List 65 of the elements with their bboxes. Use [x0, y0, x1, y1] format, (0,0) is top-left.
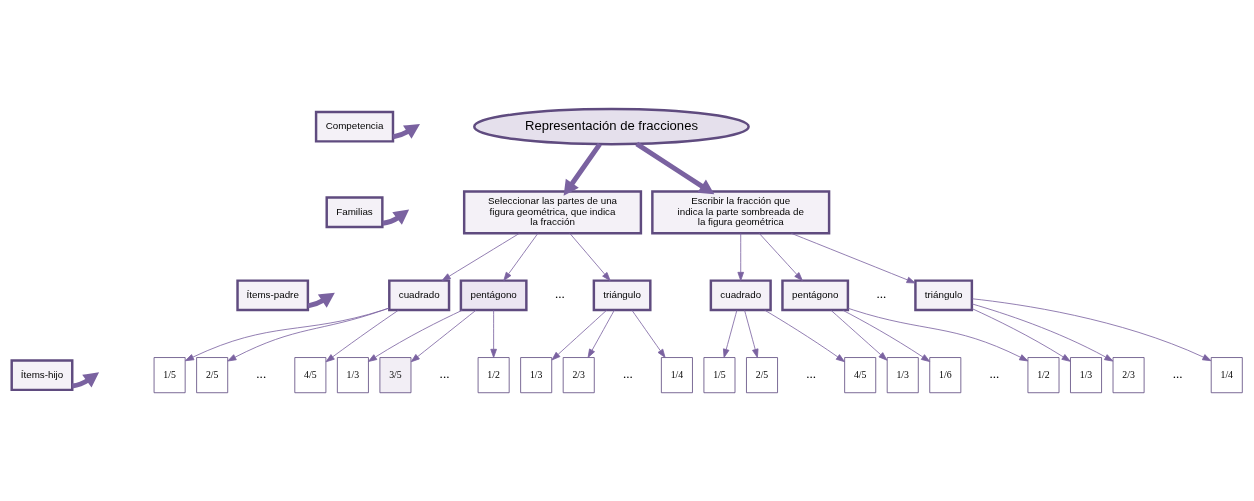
arrow	[842, 309, 931, 362]
arrow	[723, 309, 738, 358]
node-box: 1/4	[660, 356, 693, 393]
node-box: Escribir la fracción que indica la parte sombreada de la figura geométrica	[651, 189, 831, 234]
arrow	[971, 307, 1071, 362]
arrow	[635, 141, 715, 194]
node-box: Ítems-padre	[236, 278, 310, 311]
node-box: 3/5	[379, 356, 412, 393]
arrow	[744, 309, 759, 358]
label: ...	[806, 365, 816, 381]
node-box: 1/6	[929, 356, 962, 393]
node-box: triángulo	[914, 278, 974, 311]
arrow	[563, 142, 602, 196]
node-box: 2/5	[196, 356, 229, 393]
node-box: pentágono	[459, 278, 528, 311]
node-box: 1/3	[886, 356, 919, 393]
label: ...	[622, 365, 633, 381]
node-box: 1/3	[1070, 356, 1102, 393]
node-box: 1/3	[336, 356, 369, 393]
node-box: 1/2	[1027, 356, 1060, 393]
node-box: pentágono	[781, 278, 850, 311]
arrow	[368, 309, 463, 362]
node-box: 1/3	[520, 356, 553, 393]
arrow	[503, 232, 539, 281]
node-ellipse: Representación de fracciones	[473, 107, 750, 145]
arrow	[490, 309, 497, 358]
node-box: cuadrado	[388, 278, 451, 311]
arrow	[971, 303, 1114, 362]
arrow	[790, 232, 916, 283]
node-box: 1/5	[703, 356, 736, 393]
arrow	[227, 307, 390, 361]
node-box: 4/5	[844, 356, 877, 393]
arrow	[185, 307, 390, 361]
node-box: 1/5	[153, 356, 186, 393]
node-box: 2/3	[1112, 356, 1145, 393]
arrow	[410, 309, 477, 362]
node-box: Seleccionar las partes de una figura geométrica, que indica la fracción	[462, 189, 643, 234]
arrow	[631, 309, 666, 358]
arrow	[441, 232, 520, 281]
arrow	[569, 232, 611, 281]
label: ...	[1172, 365, 1183, 381]
node-box: 1/2	[477, 356, 510, 393]
arrow	[971, 297, 1212, 361]
arrow	[551, 309, 608, 360]
node-box: 4/5	[294, 356, 327, 393]
node-box: cuadrado	[709, 278, 772, 311]
arrow	[764, 309, 845, 362]
label: ...	[989, 365, 1000, 381]
node-box: Ítems-hijo	[10, 358, 74, 391]
node-box: 2/3	[562, 356, 595, 393]
node-box: 1/4	[1210, 356, 1243, 393]
arrow	[325, 309, 399, 362]
label: ...	[555, 285, 565, 301]
label: ...	[256, 365, 267, 381]
arrow	[847, 307, 1029, 361]
arrow	[758, 232, 803, 281]
arrow	[830, 309, 888, 361]
arrow	[737, 232, 744, 281]
node-box: triángulo	[592, 278, 652, 311]
node-box: Competencia	[314, 110, 395, 143]
node-box: 2/5	[746, 356, 778, 393]
arrow	[587, 309, 615, 358]
label: ...	[876, 285, 887, 301]
label: ...	[439, 365, 450, 381]
node-box: Familias	[325, 195, 384, 228]
